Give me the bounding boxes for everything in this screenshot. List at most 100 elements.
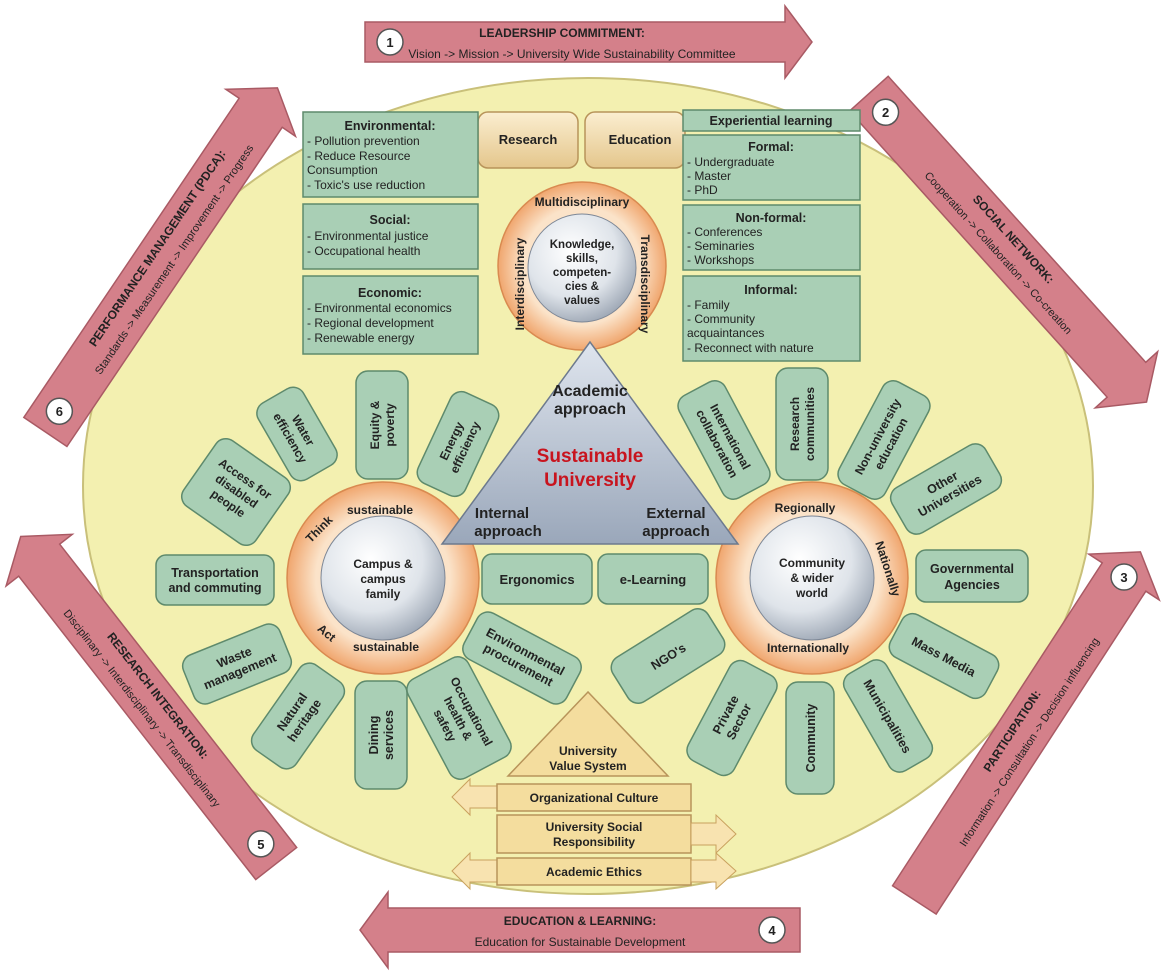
research-environmental-line: - Toxic's use reduction <box>307 178 425 192</box>
arrow-number-badge <box>376 28 404 56</box>
community-line: world <box>795 586 828 600</box>
education-formal-line: - PhD <box>687 183 718 197</box>
knowledge-line: competen- <box>553 267 611 279</box>
research-economic-title: Economic: <box>358 286 422 300</box>
research-environmental-box: Environmental: - Pollution prevention - … <box>302 111 479 198</box>
academic-approach-label: Academic <box>552 383 628 400</box>
internal-approach-label: Internal <box>475 505 529 522</box>
campus-line: campus <box>360 572 406 586</box>
education-formal-line: - Undergraduate <box>687 155 775 169</box>
experiential-learning-label: Experiential learning <box>710 114 833 128</box>
education-informal-line: - Family <box>687 298 730 312</box>
academic-approach-label: approach <box>554 401 626 418</box>
research-social-line: - Environmental justice <box>307 229 429 243</box>
ethics-label: Academic Ethics <box>546 865 642 879</box>
arrow-title: EDUCATION & LEARNING: <box>504 914 656 928</box>
research-social-line: - Occupational health <box>307 244 420 258</box>
education-nonformal-box: Non-formal: - Conferences - Seminaries -… <box>682 204 861 271</box>
elearning-label: e-Learning <box>620 572 687 587</box>
knowledge-line: values <box>564 295 600 307</box>
value-system-label: Value System <box>549 759 626 773</box>
education-informal-box: Informal: - Family - Community acquainta… <box>682 275 861 362</box>
petal-energy-efficiency: Energy efficiency <box>416 390 500 498</box>
research-economic-line: - Renewable energy <box>307 331 414 345</box>
petal-community: Community <box>785 681 835 795</box>
sustainable-top-label: sustainable <box>347 503 413 517</box>
education-nonformal-line: - Conferences <box>687 225 762 239</box>
sustainable-university-triangle: Academic approach Sustainable University… <box>440 340 740 545</box>
ergonomics-label: Ergonomics <box>499 572 574 587</box>
community-line: Community <box>779 556 845 570</box>
right-arrow-usr <box>690 813 737 855</box>
external-approach-label: External <box>646 505 705 522</box>
internal-approach-label: approach <box>474 523 542 540</box>
petal-label: poverty <box>383 403 397 447</box>
culture-label: Organizational Culture <box>530 791 659 805</box>
experiential-learning-box: Experiential learning <box>682 109 861 132</box>
arrow-number-badge <box>871 98 900 126</box>
multidisciplinary-label: Multidisciplinary <box>535 195 630 209</box>
arrow-title: LEADERSHIP COMMITMENT: <box>479 26 645 40</box>
arrow-number: 3 <box>1120 570 1127 585</box>
petal-label: Community <box>804 704 818 773</box>
arrow-number-badge <box>1110 563 1138 591</box>
community-circle: Community & wider world Regionally Natio… <box>715 481 909 675</box>
value-system-label: University <box>559 744 617 758</box>
petal-label: Transportation <box>171 566 259 580</box>
usr-label: University Social <box>546 820 643 834</box>
petal-private-sector: Private Sector <box>686 659 778 777</box>
transdisciplinary-label: Transdisciplinary <box>638 235 652 334</box>
petal-municipalities: Municipalities <box>842 659 934 773</box>
university-value-house: University Value System Organizational C… <box>451 690 737 891</box>
education-tab: Education <box>584 111 686 169</box>
usr-box <box>496 814 692 854</box>
petal-label: communities <box>803 387 817 461</box>
usr-label: Responsibility <box>553 835 635 849</box>
research-economic-line: - Regional development <box>307 316 434 330</box>
community-sphere <box>749 515 875 641</box>
regionally-label: Regionally <box>775 501 836 515</box>
education-formal-line: - Master <box>687 169 731 183</box>
arrow-number: 2 <box>882 105 889 120</box>
sustainable-university-title: University <box>544 470 636 491</box>
community-line: & wider <box>790 571 834 585</box>
education-nonformal-line: - Workshops <box>687 253 754 267</box>
petal-label: Dining <box>367 716 381 755</box>
research-tab-label: Research <box>499 132 558 147</box>
research-environmental-line: - Pollution prevention <box>307 134 420 148</box>
knowledge-line: skills, <box>566 253 598 265</box>
arrow-subtitle: Education for Sustainable Development <box>475 935 686 949</box>
arrow-number-badge <box>45 397 74 425</box>
research-economic-box: Economic: - Environmental economics - Re… <box>302 275 479 355</box>
internationally-label: Internationally <box>767 641 849 655</box>
arrow-subtitle: Vision -> Mission -> University Wide Sus… <box>408 47 736 61</box>
petal-dining-services: Dining services <box>354 680 408 790</box>
petal-ngos: NGO's <box>610 608 726 704</box>
petal-governmental-agencies: Governmental Agencies <box>915 549 1029 603</box>
research-environmental-title: Environmental: <box>345 119 436 133</box>
education-informal-title: Informal: <box>744 283 797 297</box>
petal-label: Equity & <box>368 400 382 449</box>
arrow-number: 5 <box>257 837 264 852</box>
petal-label: and commuting <box>168 581 261 595</box>
interdisciplinary-label: Interdisciplinary <box>513 237 527 330</box>
arrow-number-badge <box>247 830 275 858</box>
petal-label: Agencies <box>944 578 1000 592</box>
education-formal-box: Formal: - Undergraduate - Master - PhD <box>682 134 861 201</box>
knowledge-line: Knowledge, <box>550 239 615 251</box>
campus-line: family <box>366 587 401 601</box>
sustainable-bottom-label: sustainable <box>353 640 419 654</box>
knowledge-line: cies & <box>565 281 599 293</box>
value-system-roof <box>506 690 670 777</box>
left-arrow-culture <box>451 777 498 817</box>
campus-sphere <box>320 515 446 641</box>
right-arrow-ethics <box>690 851 737 891</box>
education-informal-line: - Community <box>687 312 755 326</box>
research-environmental-line: - Reduce Resource <box>307 149 411 163</box>
research-tab: Research <box>477 111 579 169</box>
elearning-box: e-Learning <box>597 553 709 605</box>
arrow-leadership-commitment: 1 LEADERSHIP COMMITMENT: Vision -> Missi… <box>364 3 813 81</box>
arrow-education-learning: 4 EDUCATION & LEARNING: Education for Su… <box>359 889 801 971</box>
culture-box <box>496 783 692 812</box>
